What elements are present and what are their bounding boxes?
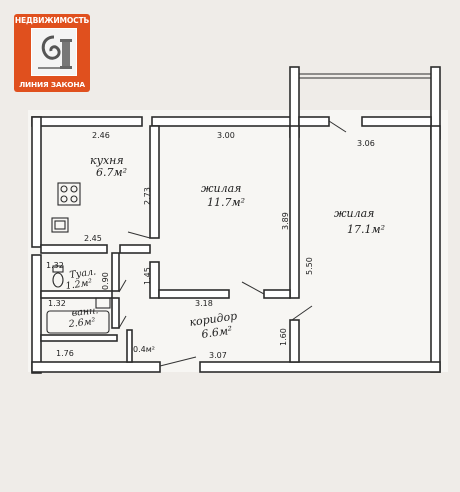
stove-icon [57,182,81,206]
wall-bottom-left [31,361,161,373]
dim-living2-side: 5.50 [305,257,314,275]
dim-toilet-top: 1.32 [46,261,64,270]
wall-bath-right [111,297,120,329]
living1-name: жилая [201,182,241,195]
dim-corridor-bottom: 3.07 [209,351,227,360]
wall-closet [126,329,133,363]
corridor-area: 6.6м² [201,324,234,341]
wall-top-living2b [361,116,432,127]
dim-bath-bottom: 1.76 [56,349,74,358]
swirl-column-emblem-icon [31,28,77,76]
wall-living1-bottom [158,289,230,299]
dim-living2-top: 3.06 [357,139,375,148]
kitchen-area: 6.7м² [96,166,127,179]
dim-kitchen-side: 2.73 [143,187,152,205]
wall-kitchen-bottom [40,244,108,254]
wall-bottom-right [199,361,441,373]
logo-bottom-text: ЛИНИЯ ЗАКОНА [19,80,85,89]
wall-living2-corridor [289,319,300,363]
wall-kitchen-bottom-r [119,244,151,254]
washbasin-icon [95,297,111,309]
dim-kitchen-bottom: 2.45 [84,234,102,243]
toilet-name: Туал. [69,266,97,281]
dim-bath-top: 1.32 [48,299,66,308]
dim-kitchen-top: 2.46 [92,131,110,140]
dim-hall-side: 1.45 [143,267,152,285]
living1-area: 11.7м² [207,196,245,209]
company-logo: НЕДВИЖИМОСТЬ ЛИНИЯ ЗАКОНА [14,14,90,92]
dim-corridor-side: 1.60 [279,328,288,346]
wall-kitchen-living1 [149,125,160,239]
wall-right [430,125,441,373]
wall-living1-living2 [289,125,300,299]
dim-living1-top: 3.00 [217,131,235,140]
logo-top-text: НЕДВИЖИМОСТЬ [14,16,90,25]
toilet-area: 1.2м² [65,277,93,292]
bathtub-icon [46,310,110,334]
dim-corridor-top: 3.18 [195,299,213,308]
dim-living1-side: 3.89 [281,212,290,230]
wall-left-lower [31,254,42,374]
living2-area: 17.1м² [347,223,385,236]
bath-area: 2.6м² [67,316,96,330]
wall-toilet-bath [40,290,113,299]
wall-toilet-right [111,252,120,292]
wall-kitchen-living1-low [149,261,160,299]
wall-top-living1 [151,116,293,127]
wall-bath-bottom [40,334,118,342]
toilet-icon [52,265,64,273]
wall-living1-bottom-r [263,289,291,299]
wall-left-upper [31,116,42,248]
kitchen-sink-icon [51,217,69,233]
dim-toilet-side: 0.90 [101,272,110,290]
wall-top-living2 [298,116,330,127]
kitchen-name: кухня [90,154,124,167]
wall-top-kitchen [31,116,143,127]
bath-name: ванн. [71,305,99,319]
closet-area: 0.4м² [133,345,155,354]
living2-name: жилая [334,207,374,220]
